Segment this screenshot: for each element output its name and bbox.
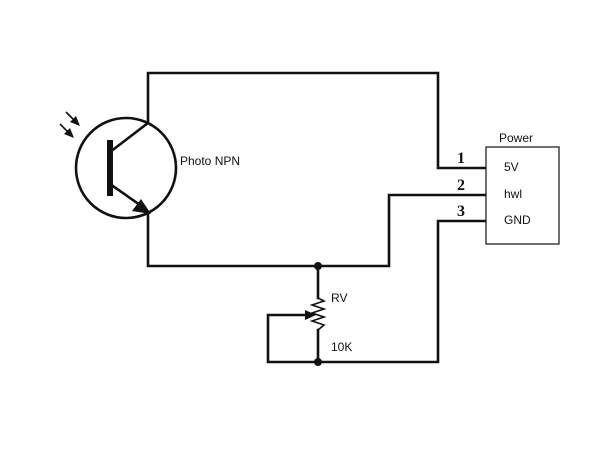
wire-emitter-to-pin2	[146, 193, 488, 268]
wires	[146, 71, 488, 364]
wiper-arrow-icon	[305, 310, 316, 320]
power-title: Power	[499, 131, 533, 145]
transistor-label: Photo NPN	[180, 154, 240, 168]
wire-collector-to-pin1	[146, 71, 488, 170]
potentiometer	[305, 297, 327, 331]
wire-pin3-to-ground	[316, 219, 488, 364]
light-arrows-icon	[59, 111, 80, 138]
emitter-arrow-icon	[132, 199, 151, 214]
transistor-body	[74, 116, 178, 220]
power-pin-2-name: hwl	[504, 187, 522, 201]
power-pin-2-number: 2	[457, 177, 465, 194]
potentiometer-value: 10K	[331, 340, 352, 354]
potentiometer-zigzag	[309, 297, 327, 331]
junction-dot-bottom	[314, 358, 322, 366]
wire-wiper-loop	[266, 313, 320, 364]
power-pin-3-name: GND	[504, 213, 531, 227]
photo-npn-transistor	[74, 116, 178, 220]
transistor-emitter-lead	[108, 182, 142, 207]
power-pin-1-name: 5V	[504, 160, 519, 174]
power-pin-3-number: 3	[457, 203, 465, 220]
power-module	[485, 146, 560, 245]
power-pin-1-number: 1	[457, 150, 465, 167]
power-box	[485, 146, 560, 245]
junction-dot-top	[314, 262, 322, 270]
potentiometer-name: RV	[331, 291, 347, 305]
transistor-collector-lead	[108, 121, 150, 154]
